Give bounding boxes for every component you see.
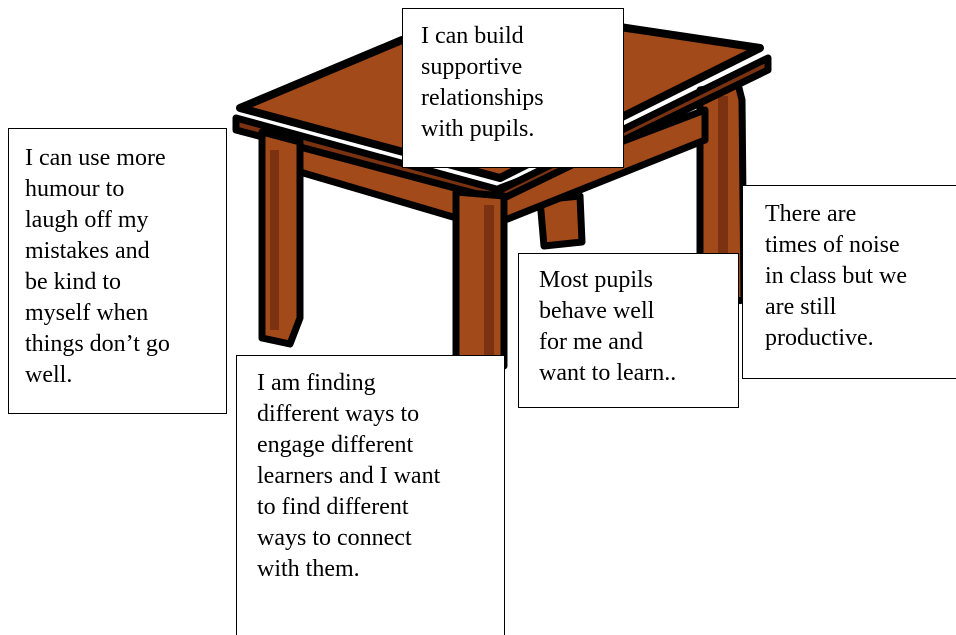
note-noise-in-class-text: There are times of noise in class but we… <box>765 201 907 351</box>
note-pupils-behave: Most pupils behave well for me and want … <box>518 253 739 408</box>
table-top-edge <box>232 54 772 204</box>
note-supportive-relationships: I can build supportive relationships wit… <box>402 8 624 168</box>
table-leg-front-middle <box>452 188 508 370</box>
note-supportive-relationships-text: I can build supportive relationships wit… <box>421 23 544 142</box>
table-leg-front-left <box>258 128 304 348</box>
note-noise-in-class: There are times of noise in class but we… <box>742 185 956 379</box>
table-leg-front-left-shade <box>270 150 279 330</box>
note-engage-learners-text: I am finding different ways to engage di… <box>257 370 441 582</box>
note-engage-learners: I am finding different ways to engage di… <box>236 355 505 635</box>
table-leg-back-right-shade <box>718 96 728 296</box>
note-pupils-behave-text: Most pupils behave well for me and want … <box>539 267 677 386</box>
note-humour: I can use more humour to laugh off my mi… <box>8 128 227 414</box>
table-leg-front-middle-shade <box>484 205 494 355</box>
note-humour-text: I can use more humour to laugh off my mi… <box>25 145 170 388</box>
